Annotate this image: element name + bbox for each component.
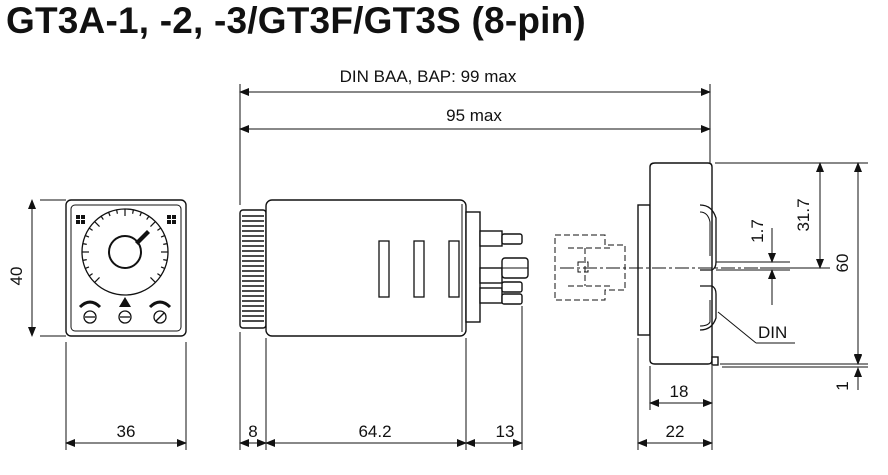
connector-pins xyxy=(479,230,529,305)
range-selector-icon[interactable] xyxy=(78,300,102,324)
front-height-label: 40 xyxy=(7,267,26,286)
side-bottom-dimensions: 8 64.2 13 xyxy=(239,306,523,450)
socket-body xyxy=(649,162,713,365)
rail-thickness-dimension: 1 xyxy=(722,345,868,391)
overall-length-dimension: 95 max xyxy=(239,106,711,133)
socket-height-label: 60 xyxy=(833,254,852,273)
dial-knob[interactable] xyxy=(108,235,142,269)
dial-tick xyxy=(163,243,168,245)
din-offset-dimension: 1.7 xyxy=(716,219,790,305)
side-view xyxy=(239,199,529,337)
overall-length-label: 95 max xyxy=(446,106,502,125)
dial-tick xyxy=(82,259,87,261)
din-offset-label: 1.7 xyxy=(748,219,767,243)
socket-flange xyxy=(637,204,651,336)
din-label: DIN xyxy=(758,323,787,342)
dial-tick xyxy=(94,277,100,283)
socket-depth-label: 22 xyxy=(666,422,685,441)
knob-depth-label: 8 xyxy=(248,422,257,441)
corner-screw-icon xyxy=(76,215,85,224)
din-callout: DIN xyxy=(717,311,795,344)
vent-slot xyxy=(378,240,390,298)
dial-tick xyxy=(160,266,165,270)
unit-selector-icon[interactable] xyxy=(148,300,172,324)
side-housing xyxy=(265,199,467,337)
socket-depth-dimensions: 18 22 xyxy=(637,338,713,450)
vent-slot xyxy=(448,240,460,298)
dial-tick xyxy=(85,266,90,270)
dial-tick xyxy=(107,212,111,217)
mode-selector-icon[interactable] xyxy=(118,297,132,324)
knurl-ridges xyxy=(242,215,264,322)
front-width-label: 36 xyxy=(117,422,136,441)
front-width-dimension: 36 xyxy=(65,342,187,450)
to-din-center-label: 31.7 xyxy=(794,198,813,231)
dial-tick xyxy=(160,234,165,238)
dial-tick xyxy=(150,277,156,283)
knob-pointer-icon xyxy=(135,230,150,245)
page-title: GT3A-1, -2, -3/GT3F/GT3S (8-pin) xyxy=(6,0,586,41)
dial-tick xyxy=(94,221,100,227)
din-rail xyxy=(711,356,719,366)
body-length-label: 64.2 xyxy=(358,422,391,441)
corner-screw-icon xyxy=(167,215,176,224)
dial-tick xyxy=(85,234,90,238)
dial-tick xyxy=(132,209,134,214)
socket-inner-depth-label: 18 xyxy=(670,382,689,401)
din-overall-dimension: DIN BAA, BAP: 99 max xyxy=(239,67,711,205)
dial-tick xyxy=(82,243,87,245)
dial-tick xyxy=(163,259,168,261)
dial-tick xyxy=(88,227,93,231)
dial-tick xyxy=(139,212,143,217)
front-view xyxy=(65,199,187,337)
front-height-dimension: 40 xyxy=(7,199,66,337)
vent-slot xyxy=(413,240,425,298)
dial-ticks xyxy=(82,209,168,283)
dial-tick xyxy=(116,209,118,214)
pin-length-label: 13 xyxy=(496,422,515,441)
rail-thickness-label: 1 xyxy=(833,381,852,390)
base-plate xyxy=(465,211,481,323)
dial-tick xyxy=(150,221,156,227)
dial-tick xyxy=(88,273,93,277)
dial-tick xyxy=(157,273,162,277)
to-din-center-dimension: 31.7 xyxy=(760,162,830,269)
socket-height-dimension: 60 xyxy=(715,162,868,365)
timer-outline-ghost xyxy=(554,234,626,301)
dial-tick xyxy=(100,215,104,220)
dial-tick xyxy=(157,227,162,231)
dial-tick xyxy=(146,215,150,220)
socket-view xyxy=(554,162,760,366)
din-overall-label: DIN BAA, BAP: 99 max xyxy=(340,67,517,86)
front-inner-frame xyxy=(70,204,182,332)
